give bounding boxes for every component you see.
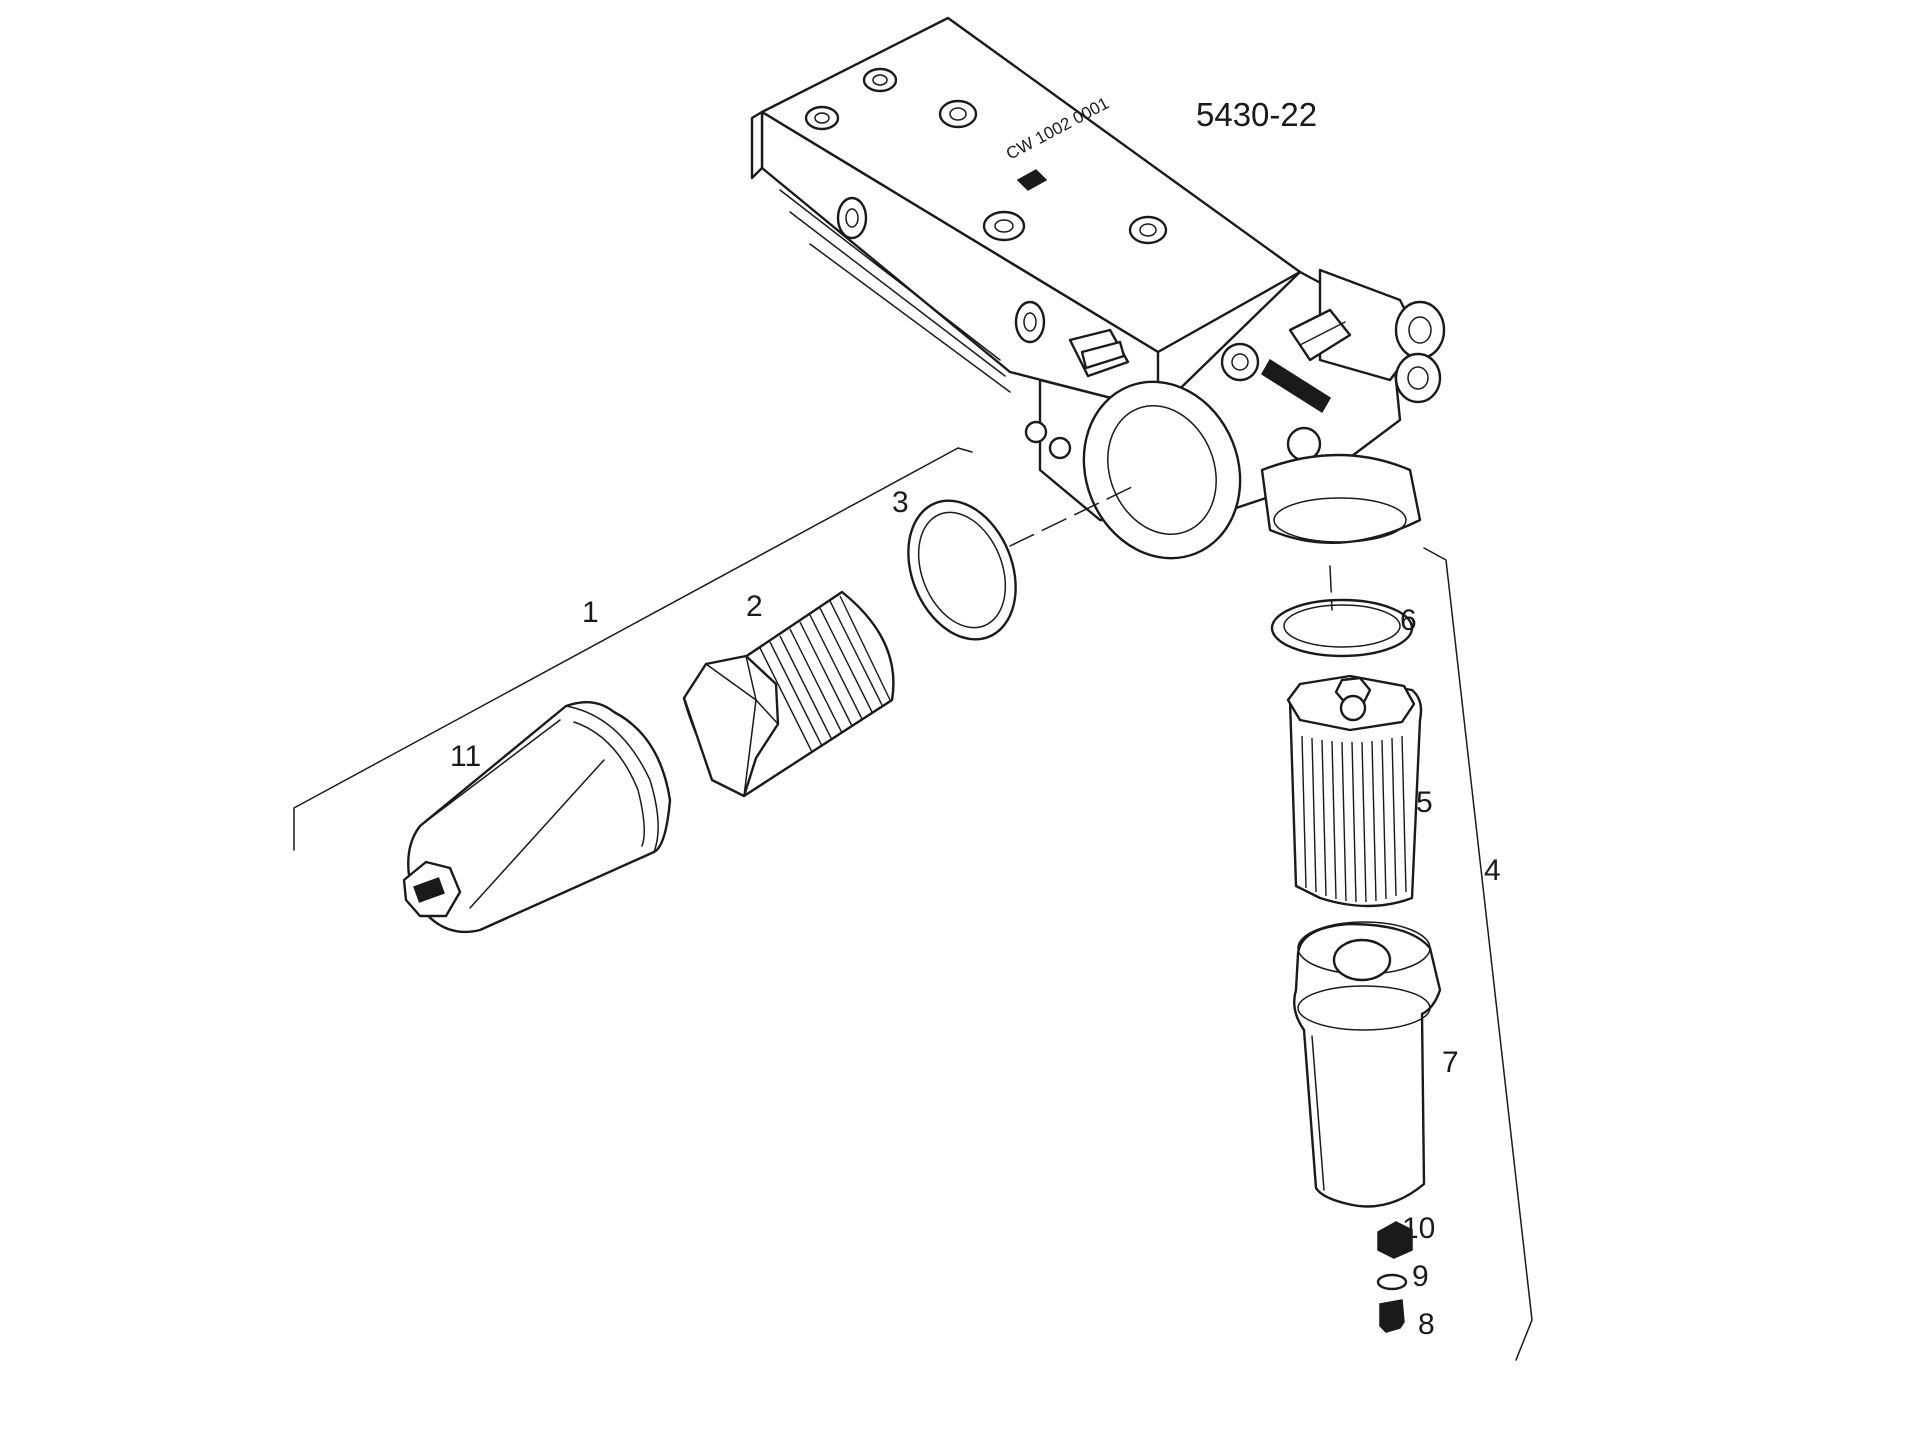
center-line-left [1009, 485, 1135, 547]
filter-housing: CW 1002 0001 [750, 16, 1446, 560]
callout-5: 5 [1416, 786, 1433, 819]
callout-2: 2 [746, 590, 763, 623]
filter-element-2 [682, 590, 895, 798]
callout-10: 10 [1402, 1212, 1435, 1245]
plug-10 [1377, 1221, 1413, 1259]
callout-3: 3 [892, 486, 909, 519]
filter-bowl-7 [1293, 921, 1442, 1208]
filter-element-5 [1286, 674, 1423, 908]
callout-6: 6 [1400, 604, 1417, 637]
washer-9 [1376, 1273, 1408, 1291]
screw-8 [1379, 1299, 1405, 1333]
callout-7: 7 [1442, 1046, 1459, 1079]
bracket-assembly-4 [1423, 547, 1533, 1361]
callout-11: 11 [450, 740, 481, 773]
o-ring-6 [1270, 598, 1414, 658]
callout-4: 4 [1484, 854, 1501, 887]
callout-8: 8 [1418, 1308, 1435, 1341]
center-line-right [1329, 565, 1333, 611]
o-ring-3 [907, 499, 1017, 641]
bracket-assembly-1 [293, 447, 973, 851]
callout-1: 1 [582, 596, 599, 629]
callout-9: 9 [1412, 1260, 1429, 1293]
filter-bowl-11 [402, 700, 672, 934]
figure-reference: 5430-22 [1196, 96, 1317, 133]
